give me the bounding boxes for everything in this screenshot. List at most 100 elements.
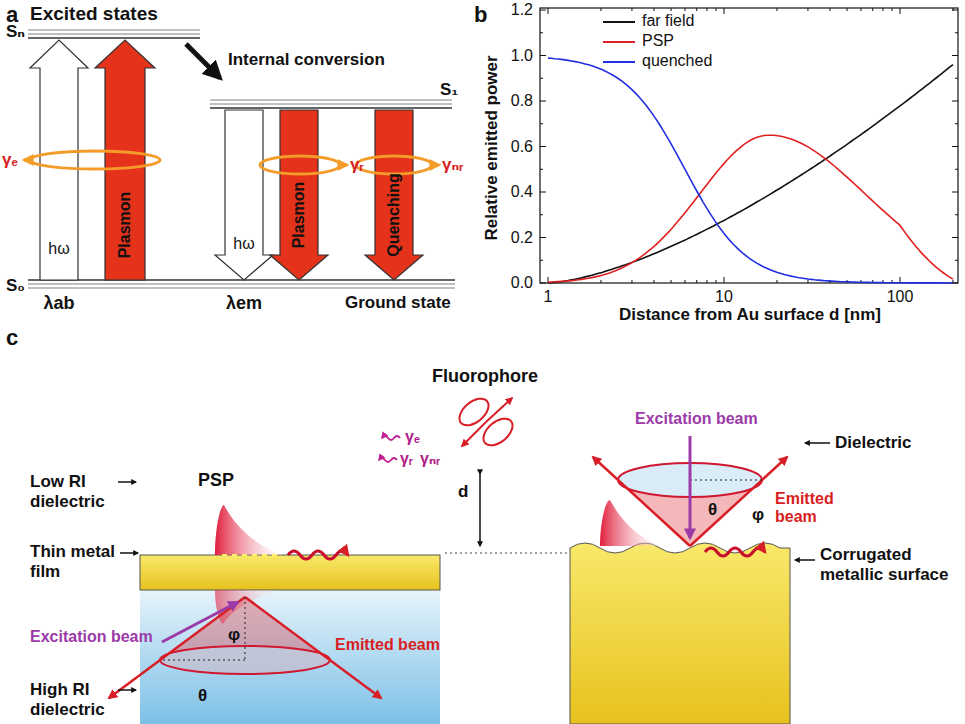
label: 0.6 [511, 137, 533, 155]
y-tick [955, 32, 958, 33]
label: Fluorophore [432, 366, 538, 387]
surface-level-line [445, 552, 568, 553]
y-tick [955, 214, 958, 215]
x-tick [600, 8, 601, 11]
x-tick [860, 8, 861, 11]
line-chart [540, 8, 958, 283]
x-tick [807, 8, 808, 11]
x-tick [715, 280, 716, 283]
legend-label: PSP [642, 32, 674, 50]
x-tick [600, 280, 601, 283]
label: γₑ [2, 150, 18, 170]
label: Emitted beam [775, 490, 845, 527]
label: γₙᵣ [442, 155, 463, 175]
label: Sₙ [6, 22, 25, 42]
label: Relative emitted power [482, 55, 502, 240]
label: Plasmon [116, 192, 134, 259]
y-tick [540, 237, 546, 238]
y-tick [955, 123, 958, 124]
x-tick [706, 8, 707, 11]
plot-frame [540, 8, 958, 283]
label: 1 [544, 288, 553, 306]
corrugated-metal [570, 543, 790, 724]
y-tick [952, 55, 958, 56]
x-tick [684, 280, 685, 283]
label: 1.2 [511, 1, 533, 19]
label: High RI dielectric [30, 680, 115, 719]
x-tick [548, 8, 549, 14]
excitation-arrow [689, 436, 692, 538]
y-tick [955, 260, 958, 261]
x-tick [891, 8, 892, 11]
label: Excitation beam [30, 628, 153, 646]
x-tick [900, 8, 901, 14]
x-tick [696, 8, 697, 11]
rate-orbits [24, 151, 439, 174]
y-tick [540, 10, 546, 11]
label: Internal conversion [228, 50, 385, 70]
label: 10 [715, 288, 733, 306]
x-tick [952, 8, 953, 11]
internal-conversion-arrow [186, 44, 220, 78]
x-tick [882, 8, 883, 11]
x-tick [684, 8, 685, 11]
x-tick [706, 280, 707, 283]
data-curve [548, 65, 953, 283]
psp-field [215, 505, 285, 555]
x-tick [872, 8, 873, 11]
y-tick [540, 32, 543, 33]
y-tick [952, 146, 958, 147]
label: b [474, 2, 487, 27]
x-tick [671, 8, 672, 11]
y-tick [952, 192, 958, 193]
label: Distance from Au surface d [nm] [619, 305, 881, 325]
label: γₑ [405, 428, 420, 446]
label: Ground state [345, 293, 451, 313]
label: d [458, 482, 468, 502]
legend-label: far field [642, 12, 694, 30]
legend-label: quenched [642, 52, 712, 70]
y-tick [952, 101, 958, 102]
label: hω [233, 235, 254, 253]
label: γᵣ [350, 155, 364, 175]
label: Emitted beam [335, 636, 440, 654]
x-tick [807, 280, 808, 283]
plasmon-wave [288, 551, 348, 559]
high-ri-dielectric [140, 590, 440, 724]
label: γₙᵣ [420, 450, 440, 468]
y-tick [540, 55, 546, 56]
y-tick [540, 283, 546, 284]
x-tick [724, 277, 725, 283]
y-tick [540, 260, 543, 261]
label: 0.8 [511, 92, 533, 110]
x-tick [653, 280, 654, 283]
label: Low RI dielectric [30, 472, 115, 511]
label: PSP [198, 470, 234, 491]
label: θ [708, 500, 717, 520]
y-tick [955, 78, 958, 79]
excitation-arrow [162, 602, 238, 642]
y-tick [540, 101, 546, 102]
label: φ [228, 625, 240, 645]
label: S₁ [440, 80, 458, 100]
x-tick [671, 280, 672, 283]
label: hω [48, 240, 69, 258]
label: c [6, 325, 18, 350]
label: λem [226, 293, 262, 314]
legend-samples [603, 22, 635, 62]
label: Excitation beam [635, 410, 758, 428]
thin-metal-film [140, 555, 440, 590]
fluorophore-icon [455, 393, 518, 450]
x-tick [829, 8, 830, 11]
label: Excited states [30, 3, 158, 25]
label: λab [43, 293, 74, 314]
y-tick [540, 123, 543, 124]
x-tick [776, 8, 777, 11]
label: γᵣ [400, 450, 413, 468]
label: 1.0 [511, 46, 533, 64]
x-tick [653, 8, 654, 11]
y-tick [955, 169, 958, 170]
y-tick [540, 146, 546, 147]
y-tick [952, 237, 958, 238]
label: 0.2 [511, 228, 533, 246]
